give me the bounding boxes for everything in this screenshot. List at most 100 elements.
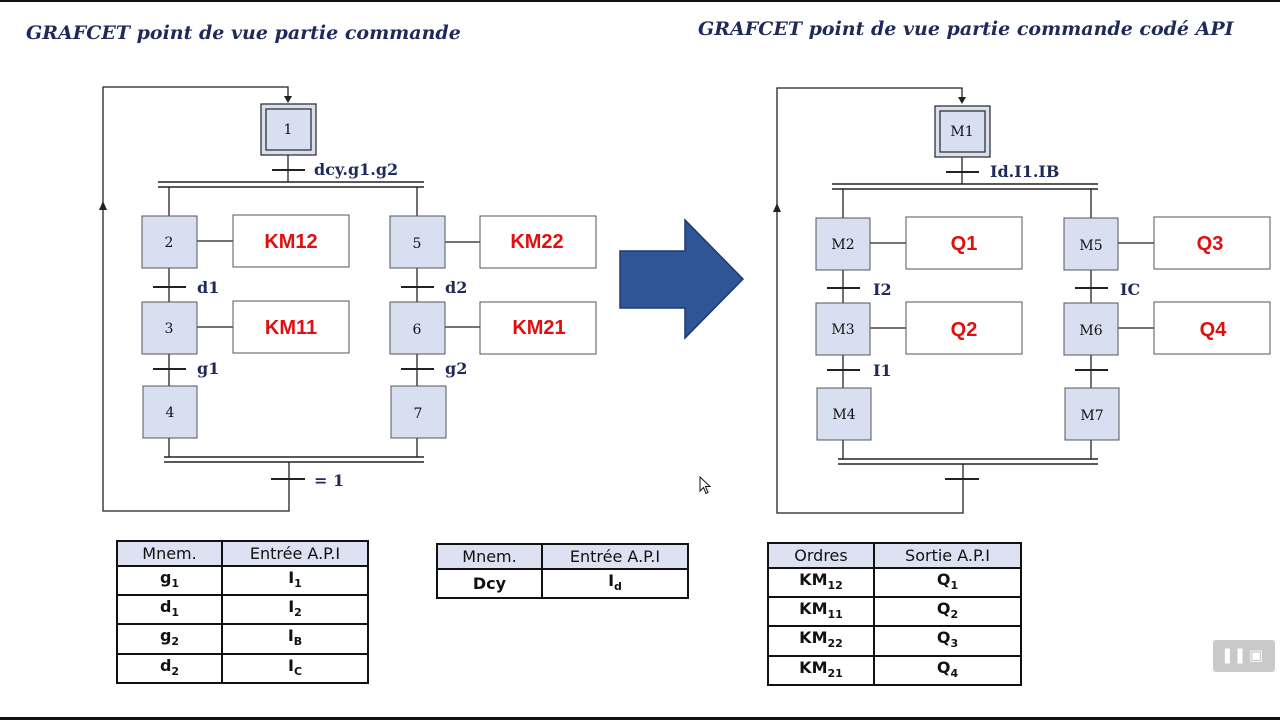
left-step-3: 3 <box>141 301 198 355</box>
right-step-m2-label: M2 <box>831 237 854 253</box>
table-header-row: Mnem. Entrée A.P.I <box>436 543 689 570</box>
table-cell: Id <box>541 567 689 600</box>
table-cell: I1 <box>221 564 369 597</box>
right-transition-i2: I2 <box>873 280 892 299</box>
left-transition-g2: g2 <box>445 359 467 378</box>
right-transition-ic: IC <box>1120 280 1140 299</box>
left-step-3-label: 3 <box>165 321 174 337</box>
table-cell: d2 <box>116 652 223 684</box>
table-cell: KM12 <box>767 566 875 599</box>
right-title: GRAFCET point de vue partie commande cod… <box>698 18 1234 40</box>
right-initial-step-label: M1 <box>950 124 973 140</box>
table-cell: Dcy <box>436 567 543 600</box>
right-transition-start: Id.I1.IB <box>990 162 1059 181</box>
right-grafcet <box>773 87 1154 514</box>
left-step-4-label: 4 <box>166 405 175 421</box>
table-header: Entrée A.P.I <box>221 540 369 567</box>
left-step-6-label: 6 <box>413 322 422 338</box>
right-step-m2: M2 <box>815 217 871 271</box>
left-step-2-label: 2 <box>165 235 174 251</box>
left-step-2: 2 <box>141 215 198 269</box>
table-cell: Q2 <box>873 596 1022 628</box>
left-step-5-label: 5 <box>413 236 422 252</box>
right-action-q1: Q1 <box>905 216 1023 270</box>
table-cell: d1 <box>116 594 223 626</box>
table-header: Entrée A.P.I <box>541 543 689 570</box>
table-cell: g1 <box>116 564 223 597</box>
right-action-q4: Q4 <box>1153 301 1271 355</box>
left-grafcet <box>99 86 480 512</box>
table-cell: I2 <box>221 594 369 626</box>
right-step-m6: M6 <box>1063 302 1119 356</box>
right-arrow-icon <box>619 218 745 340</box>
player-controls[interactable]: ❚❚ ▣ <box>1213 640 1275 672</box>
left-action-km11-label: KM11 <box>265 317 317 339</box>
left-step-4: 4 <box>142 385 198 439</box>
table-cell: KM11 <box>767 596 875 628</box>
left-transition-d1: d1 <box>197 278 219 297</box>
left-action-km12: KM12 <box>232 214 350 268</box>
right-step-m4: M4 <box>816 387 872 441</box>
table-header-row: Mnem. Entrée A.P.I <box>116 540 369 567</box>
left-transition-start: dcy.g1.g2 <box>314 160 398 179</box>
left-action-km21: KM21 <box>479 301 597 355</box>
left-action-km22-label: KM22 <box>510 231 563 253</box>
left-step-5: 5 <box>389 215 446 269</box>
table-header: Ordres <box>767 542 875 569</box>
left-initial-step-label: 1 <box>284 122 293 138</box>
left-initial-step: 1 <box>260 103 317 156</box>
table-cell: KM21 <box>767 654 875 686</box>
right-action-q3: Q3 <box>1153 216 1271 270</box>
right-transition-i1: I1 <box>873 361 892 380</box>
right-step-m3: M3 <box>815 302 871 356</box>
mouse-pointer-icon <box>699 476 712 495</box>
right-action-q2: Q2 <box>905 301 1023 355</box>
table-header: Mnem. <box>116 540 223 567</box>
right-action-q2-label: Q2 <box>951 319 978 341</box>
right-action-q1-label: Q1 <box>951 233 978 255</box>
table-cell: KM22 <box>767 625 875 657</box>
right-action-q4-label: Q4 <box>1200 319 1228 341</box>
right-step-m3-label: M3 <box>831 322 854 338</box>
table-cell: Q3 <box>873 625 1022 657</box>
left-step-7: 7 <box>390 385 447 439</box>
screen-icon[interactable]: ▣ <box>1249 646 1264 664</box>
table-cell: IC <box>221 652 369 684</box>
right-initial-step: M1 <box>934 105 991 158</box>
table-cell: Q4 <box>873 654 1022 686</box>
table-header-row: Ordres Sortie A.P.I <box>767 542 1022 569</box>
right-action-q3-label: Q3 <box>1197 233 1224 255</box>
left-step-7-label: 7 <box>414 406 423 422</box>
right-step-m7: M7 <box>1064 387 1120 441</box>
left-transition-g1: g1 <box>197 359 219 378</box>
left-action-km12-label: KM12 <box>264 231 317 253</box>
bottom-border <box>0 717 1280 720</box>
pause-icon[interactable]: ❚❚ <box>1221 646 1247 664</box>
table-header: Mnem. <box>436 543 543 570</box>
right-step-m5: M5 <box>1063 217 1119 271</box>
right-step-m4-label: M4 <box>832 407 855 423</box>
left-action-km22: KM22 <box>479 215 597 269</box>
left-transition-end: = 1 <box>314 471 344 490</box>
top-border <box>0 0 1280 2</box>
left-title: GRAFCET point de vue partie commande <box>26 22 461 44</box>
right-step-m5-label: M5 <box>1079 238 1102 254</box>
left-action-km11: KM11 <box>232 300 350 354</box>
left-action-km21-label: KM21 <box>512 317 565 339</box>
left-transition-d2: d2 <box>445 278 467 297</box>
left-step-6: 6 <box>389 301 446 355</box>
table-cell: IB <box>221 623 369 655</box>
